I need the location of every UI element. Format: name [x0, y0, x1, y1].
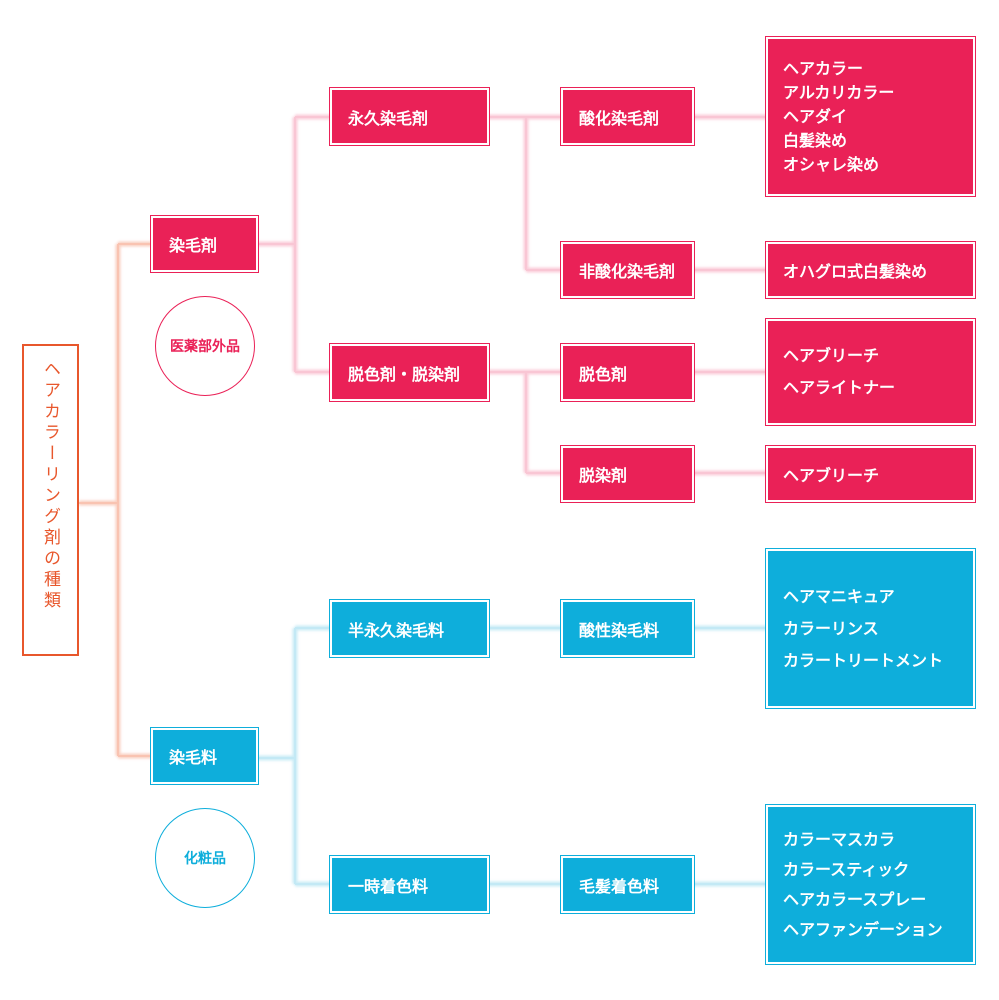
dye-remover-node: 脱染剤: [561, 446, 694, 502]
quasi-drug-badge-label: 医薬部外品: [170, 339, 240, 355]
product-item: カラートリートメント: [783, 650, 944, 670]
temporary-colorant-label: 一時着色料: [348, 876, 429, 896]
decolorant-label: 脱色剤: [579, 364, 628, 384]
product-item: 白髪染め: [783, 130, 848, 150]
permanent-dye-node: 永久染毛剤: [330, 88, 489, 145]
product-item: カラーマスカラ: [783, 829, 896, 849]
product-item: ヘアダイ: [783, 106, 848, 126]
root-node: ヘアカラーリング剤の種類: [22, 344, 79, 656]
product-item: オハグロ式白髪染め: [783, 262, 928, 281]
semi-permanent-node: 半永久染毛料: [330, 600, 489, 657]
oxidative-dye-node: 酸化染毛剤: [561, 88, 694, 145]
oxidative-dye-label: 酸化染毛剤: [579, 108, 660, 128]
group-dye-node: 染毛剤: [151, 216, 258, 272]
hair-colorant-node: 毛髪着色料: [561, 856, 694, 913]
root-label: ヘアカラーリング剤の種類: [40, 360, 60, 612]
hair-colorant-products-box: カラーマスカラ カラースティック ヘアカラースプレー ヘアファンデーション: [766, 805, 975, 964]
dye-remover-products-box: ヘアブリーチ: [766, 446, 975, 502]
product-item: ヘアライトナー: [783, 378, 896, 397]
non-oxidative-dye-label: 非酸化染毛剤: [579, 262, 676, 281]
product-item: オシャレ染め: [783, 154, 880, 174]
acidic-products-box: ヘアマニキュア カラーリンス カラートリートメント: [766, 549, 975, 708]
decolorant-node: 脱色剤: [561, 344, 694, 401]
product-item: ヘアカラー: [783, 58, 864, 78]
non-oxidative-products-box: オハグロ式白髪染め: [766, 242, 975, 298]
bleach-label: 脱色剤・脱染剤: [348, 364, 461, 384]
dye-remover-label: 脱染剤: [579, 466, 628, 485]
group-colorant-node: 染毛料: [151, 728, 258, 784]
product-item: アルカリカラー: [783, 82, 895, 102]
group-dye-label: 染毛剤: [169, 236, 218, 255]
product-item: ヘアブリーチ: [783, 466, 880, 485]
non-oxidative-dye-node: 非酸化染毛剤: [561, 242, 694, 298]
acidic-dye-label: 酸性染毛料: [579, 620, 660, 640]
product-item: ヘアカラースプレー: [783, 889, 927, 909]
product-item: カラースティック: [783, 859, 910, 879]
cosmetic-badge: 化粧品: [155, 808, 255, 908]
product-item: ヘアブリーチ: [783, 346, 880, 365]
hair-colorant-label: 毛髪着色料: [579, 876, 660, 896]
bleach-node: 脱色剤・脱染剤: [330, 344, 489, 401]
product-item: カラーリンス: [783, 618, 879, 638]
product-item: ヘアマニキュア: [783, 586, 895, 606]
group-colorant-label: 染毛料: [169, 748, 218, 767]
oxidative-products-box: ヘアカラー アルカリカラー ヘアダイ 白髪染め オシャレ染め: [766, 37, 975, 196]
quasi-drug-badge: 医薬部外品: [155, 296, 255, 396]
temporary-colorant-node: 一時着色料: [330, 856, 489, 913]
acidic-dye-node: 酸性染毛料: [561, 600, 694, 657]
product-item: ヘアファンデーション: [783, 919, 943, 939]
semi-permanent-label: 半永久染毛料: [348, 620, 445, 640]
decolorant-products-box: ヘアブリーチ ヘアライトナー: [766, 319, 975, 425]
permanent-dye-label: 永久染毛剤: [348, 108, 429, 128]
cosmetic-badge-label: 化粧品: [184, 851, 226, 867]
